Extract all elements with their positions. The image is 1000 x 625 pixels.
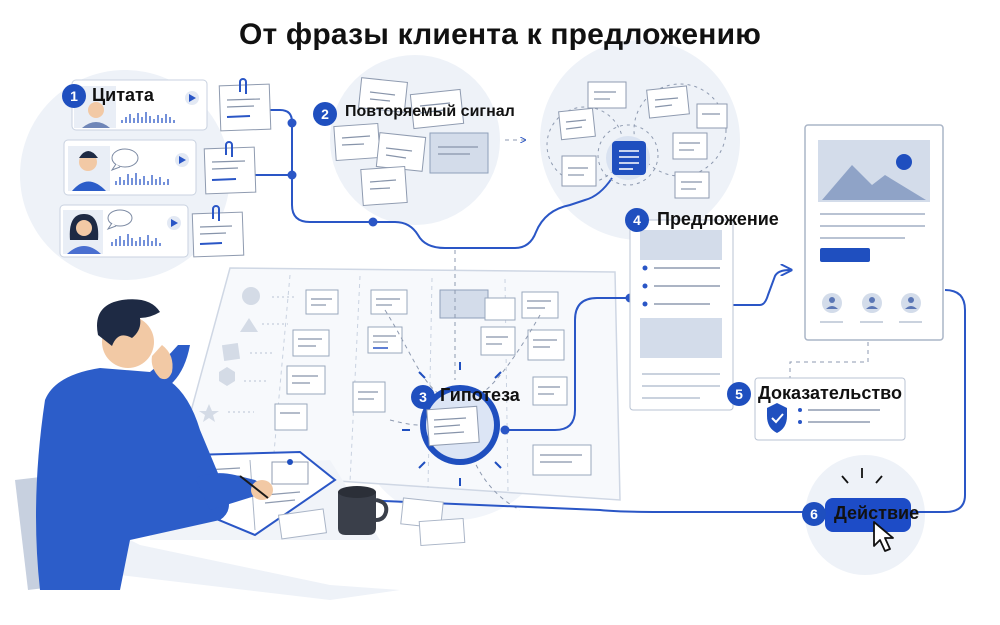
step-label-action: Действие [834, 503, 920, 523]
step-label-quote: Цитата [92, 85, 154, 105]
step-number: 1 [62, 84, 86, 108]
user-avatar-icon [68, 146, 110, 191]
user-avatar-icon [826, 297, 917, 309]
play-icon [185, 91, 199, 105]
cursor-icon [873, 521, 894, 552]
play-icon [175, 153, 189, 167]
signal-notes [333, 77, 489, 207]
image-placeholder-icon [818, 140, 930, 202]
page-title: От фразы клиента к предложению [238, 18, 762, 51]
offer-card [629, 219, 734, 411]
action-button[interactable] [825, 498, 911, 532]
landing-page [804, 124, 944, 341]
flow-line [255, 109, 966, 513]
hypothesis-highlight [402, 362, 502, 486]
desk-scene [15, 299, 466, 600]
paperclip-icon [212, 78, 247, 221]
speech-bubble-icon [110, 148, 139, 172]
step-label-signal: Повторяемый сигнал [345, 103, 515, 120]
step-number: 3 [411, 385, 435, 409]
user-avatar-icon [63, 210, 103, 254]
star-icon [199, 404, 219, 422]
coffee-mug-icon [338, 486, 389, 535]
hexagon-icon [219, 367, 235, 386]
step-number: 5 [727, 382, 751, 406]
proof-card [754, 377, 906, 441]
square-icon [221, 342, 241, 362]
circle-icon [242, 287, 260, 305]
step-number: 4 [625, 208, 649, 232]
signal-cluster [546, 81, 728, 199]
whiteboard [174, 267, 621, 501]
shield-check-icon [767, 403, 787, 433]
action-area [841, 468, 883, 484]
step-number: 2 [313, 102, 337, 126]
audio-waveform-icon [111, 112, 175, 246]
quote-cards [59, 78, 272, 258]
triangle-icon [240, 318, 258, 332]
play-icon [167, 216, 181, 230]
step-number: 6 [802, 502, 826, 526]
step-label-proof: Доказательство [758, 383, 902, 403]
step-label-offer: Предложение [657, 209, 779, 229]
speech-bubble-icon [106, 209, 133, 231]
step-label-hypothesis: Гипотеза [440, 385, 520, 405]
